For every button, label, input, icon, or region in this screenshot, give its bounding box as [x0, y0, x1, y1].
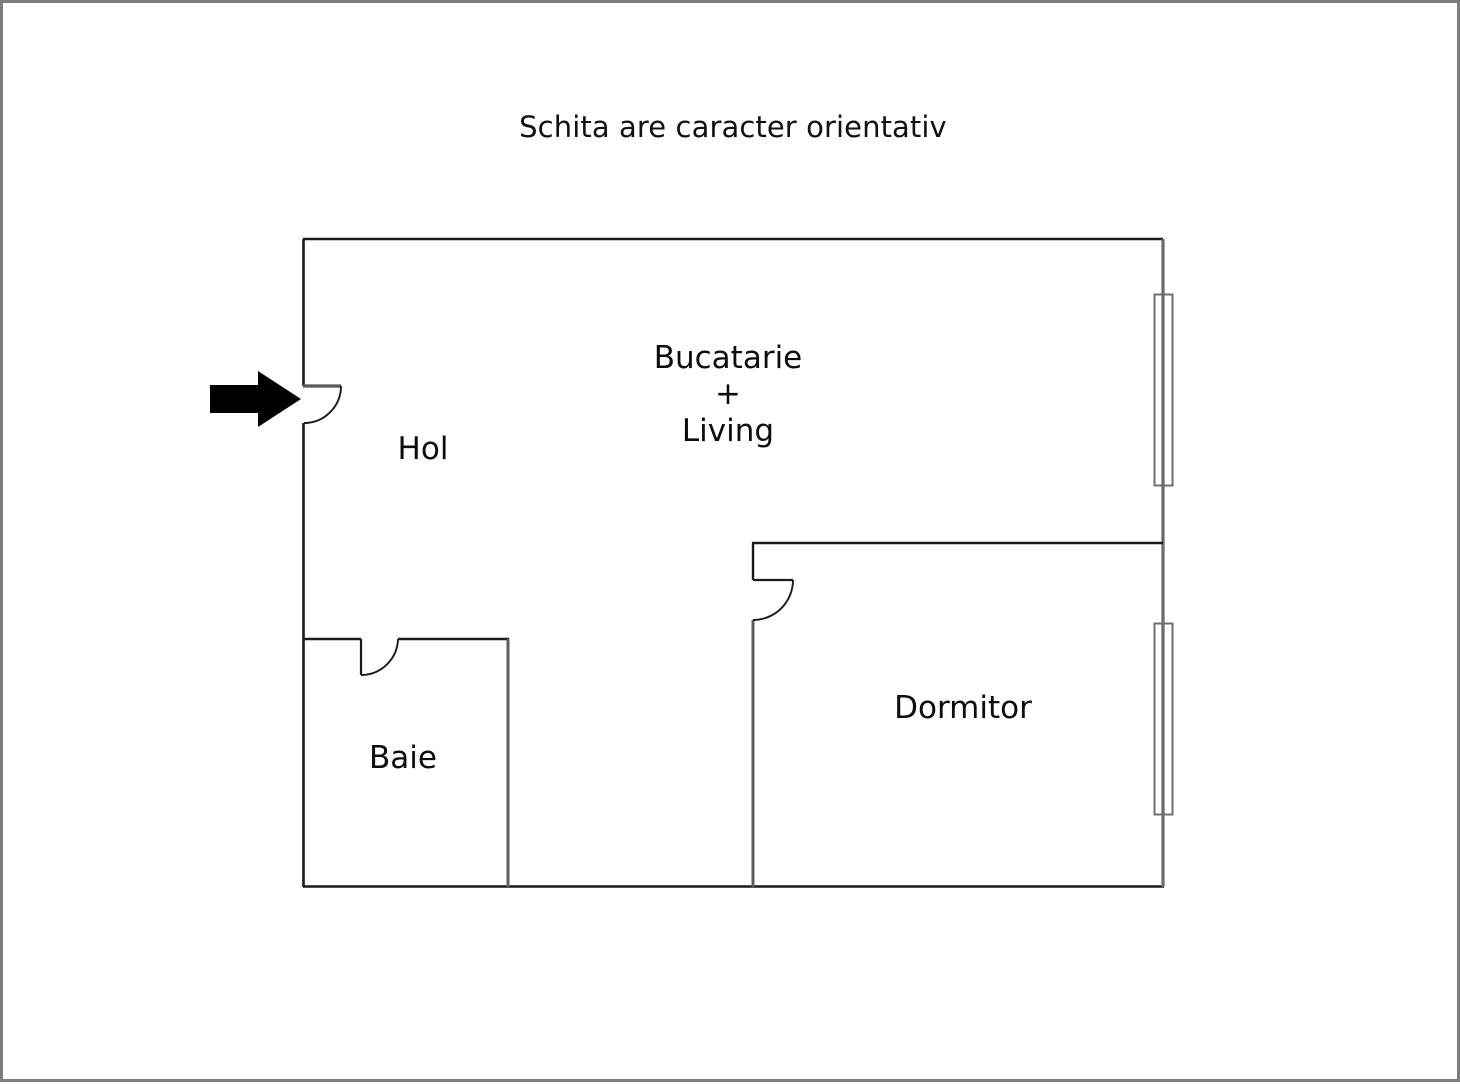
room-label-baie-text: Baie: [369, 740, 437, 776]
bedroom-door-swing-arc: [752, 579, 794, 621]
room-label-hol-text: Hol: [397, 431, 449, 467]
page-title: Schita are caracter orientativ: [519, 110, 947, 144]
room-label-hol: Hol: [343, 431, 503, 467]
floorplan-drawing: [210, 237, 1174, 888]
entrance-door-swing-arc: [303, 385, 342, 424]
room-label-dormitor-text: Dormitor: [894, 690, 1032, 726]
bathroom-door-swing-arc: [360, 638, 399, 676]
room-label-baie: Baie: [323, 740, 483, 776]
room-label-dormitor: Dormitor: [858, 690, 1068, 726]
room-label-plus-sign: +: [715, 376, 741, 413]
room-label-living-text: Living: [681, 412, 775, 449]
entrance-arrow-icon: [210, 371, 301, 427]
room-label-bucatarie-text: Bucatarie: [653, 340, 803, 376]
room-label-bucatarie-living: Bucatarie + Living: [608, 340, 848, 449]
